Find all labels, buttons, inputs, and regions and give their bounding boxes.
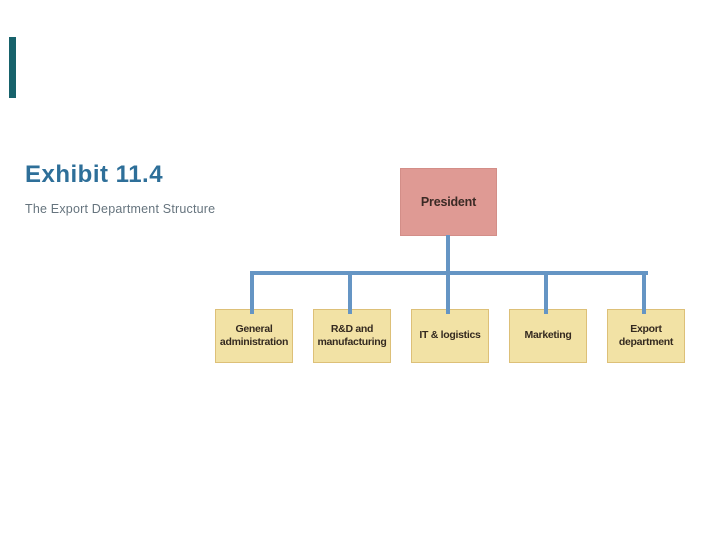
slide-accent-bar (9, 37, 16, 98)
exhibit-subtitle: The Export Department Structure (25, 202, 216, 216)
connector-drop-general-administration (250, 271, 254, 314)
org-node-it-logistics-label: IT & logistics (419, 329, 481, 342)
org-node-marketing: Marketing (509, 309, 587, 363)
org-node-export-department-label: Export department (618, 322, 674, 348)
org-node-marketing-label: Marketing (524, 329, 572, 342)
connector-root-vertical (446, 235, 450, 275)
org-node-rd-manufacturing: R&D and manufacturing (313, 309, 391, 363)
connector-horizontal-rail (252, 271, 648, 275)
org-node-export-department: Export department (607, 309, 685, 363)
org-node-general-administration-label: General administration (219, 322, 289, 348)
org-node-it-logistics: IT & logistics (411, 309, 489, 363)
org-node-president: President (400, 168, 497, 236)
org-node-rd-manufacturing-label: R&D and manufacturing (317, 322, 387, 348)
exhibit-title: Exhibit 11.4 (25, 161, 164, 188)
org-node-president-label: President (420, 195, 477, 209)
connector-drop-it-logistics (446, 271, 450, 314)
connector-drop-rd-manufacturing (348, 271, 352, 314)
org-node-general-administration: General administration (215, 309, 293, 363)
connector-drop-marketing (544, 271, 548, 314)
connector-drop-export-department (642, 271, 646, 314)
